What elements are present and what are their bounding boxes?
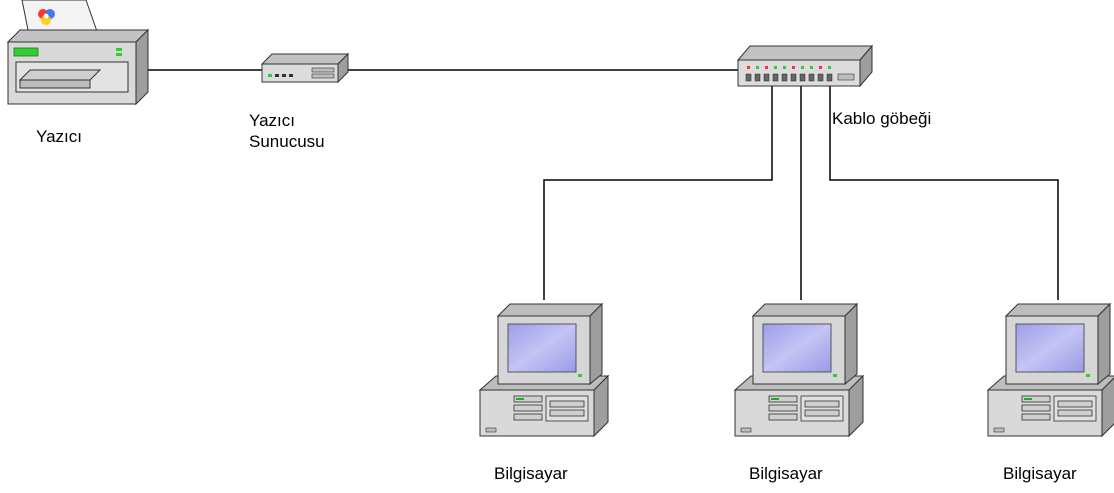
hub-label: Kablo göbeği [832,109,932,128]
printer-icon [6,0,150,106]
desktop-computer-icon [987,303,1114,437]
print-server-label-line2: Sunucusu [249,132,325,151]
network-hub-icon [736,44,874,88]
desktop-computer-icon [734,303,864,437]
desktop-computer-icon [479,303,609,437]
computer-1-label: Bilgisayar [494,464,568,483]
print-server-label-line1: Yazıcı [249,111,295,130]
print-server-icon [260,52,350,84]
computer-3-label: Bilgisayar [1003,464,1077,483]
printer-label: Yazıcı [36,127,82,146]
connection-lines [148,69,1059,300]
computer-2-label: Bilgisayar [749,464,823,483]
